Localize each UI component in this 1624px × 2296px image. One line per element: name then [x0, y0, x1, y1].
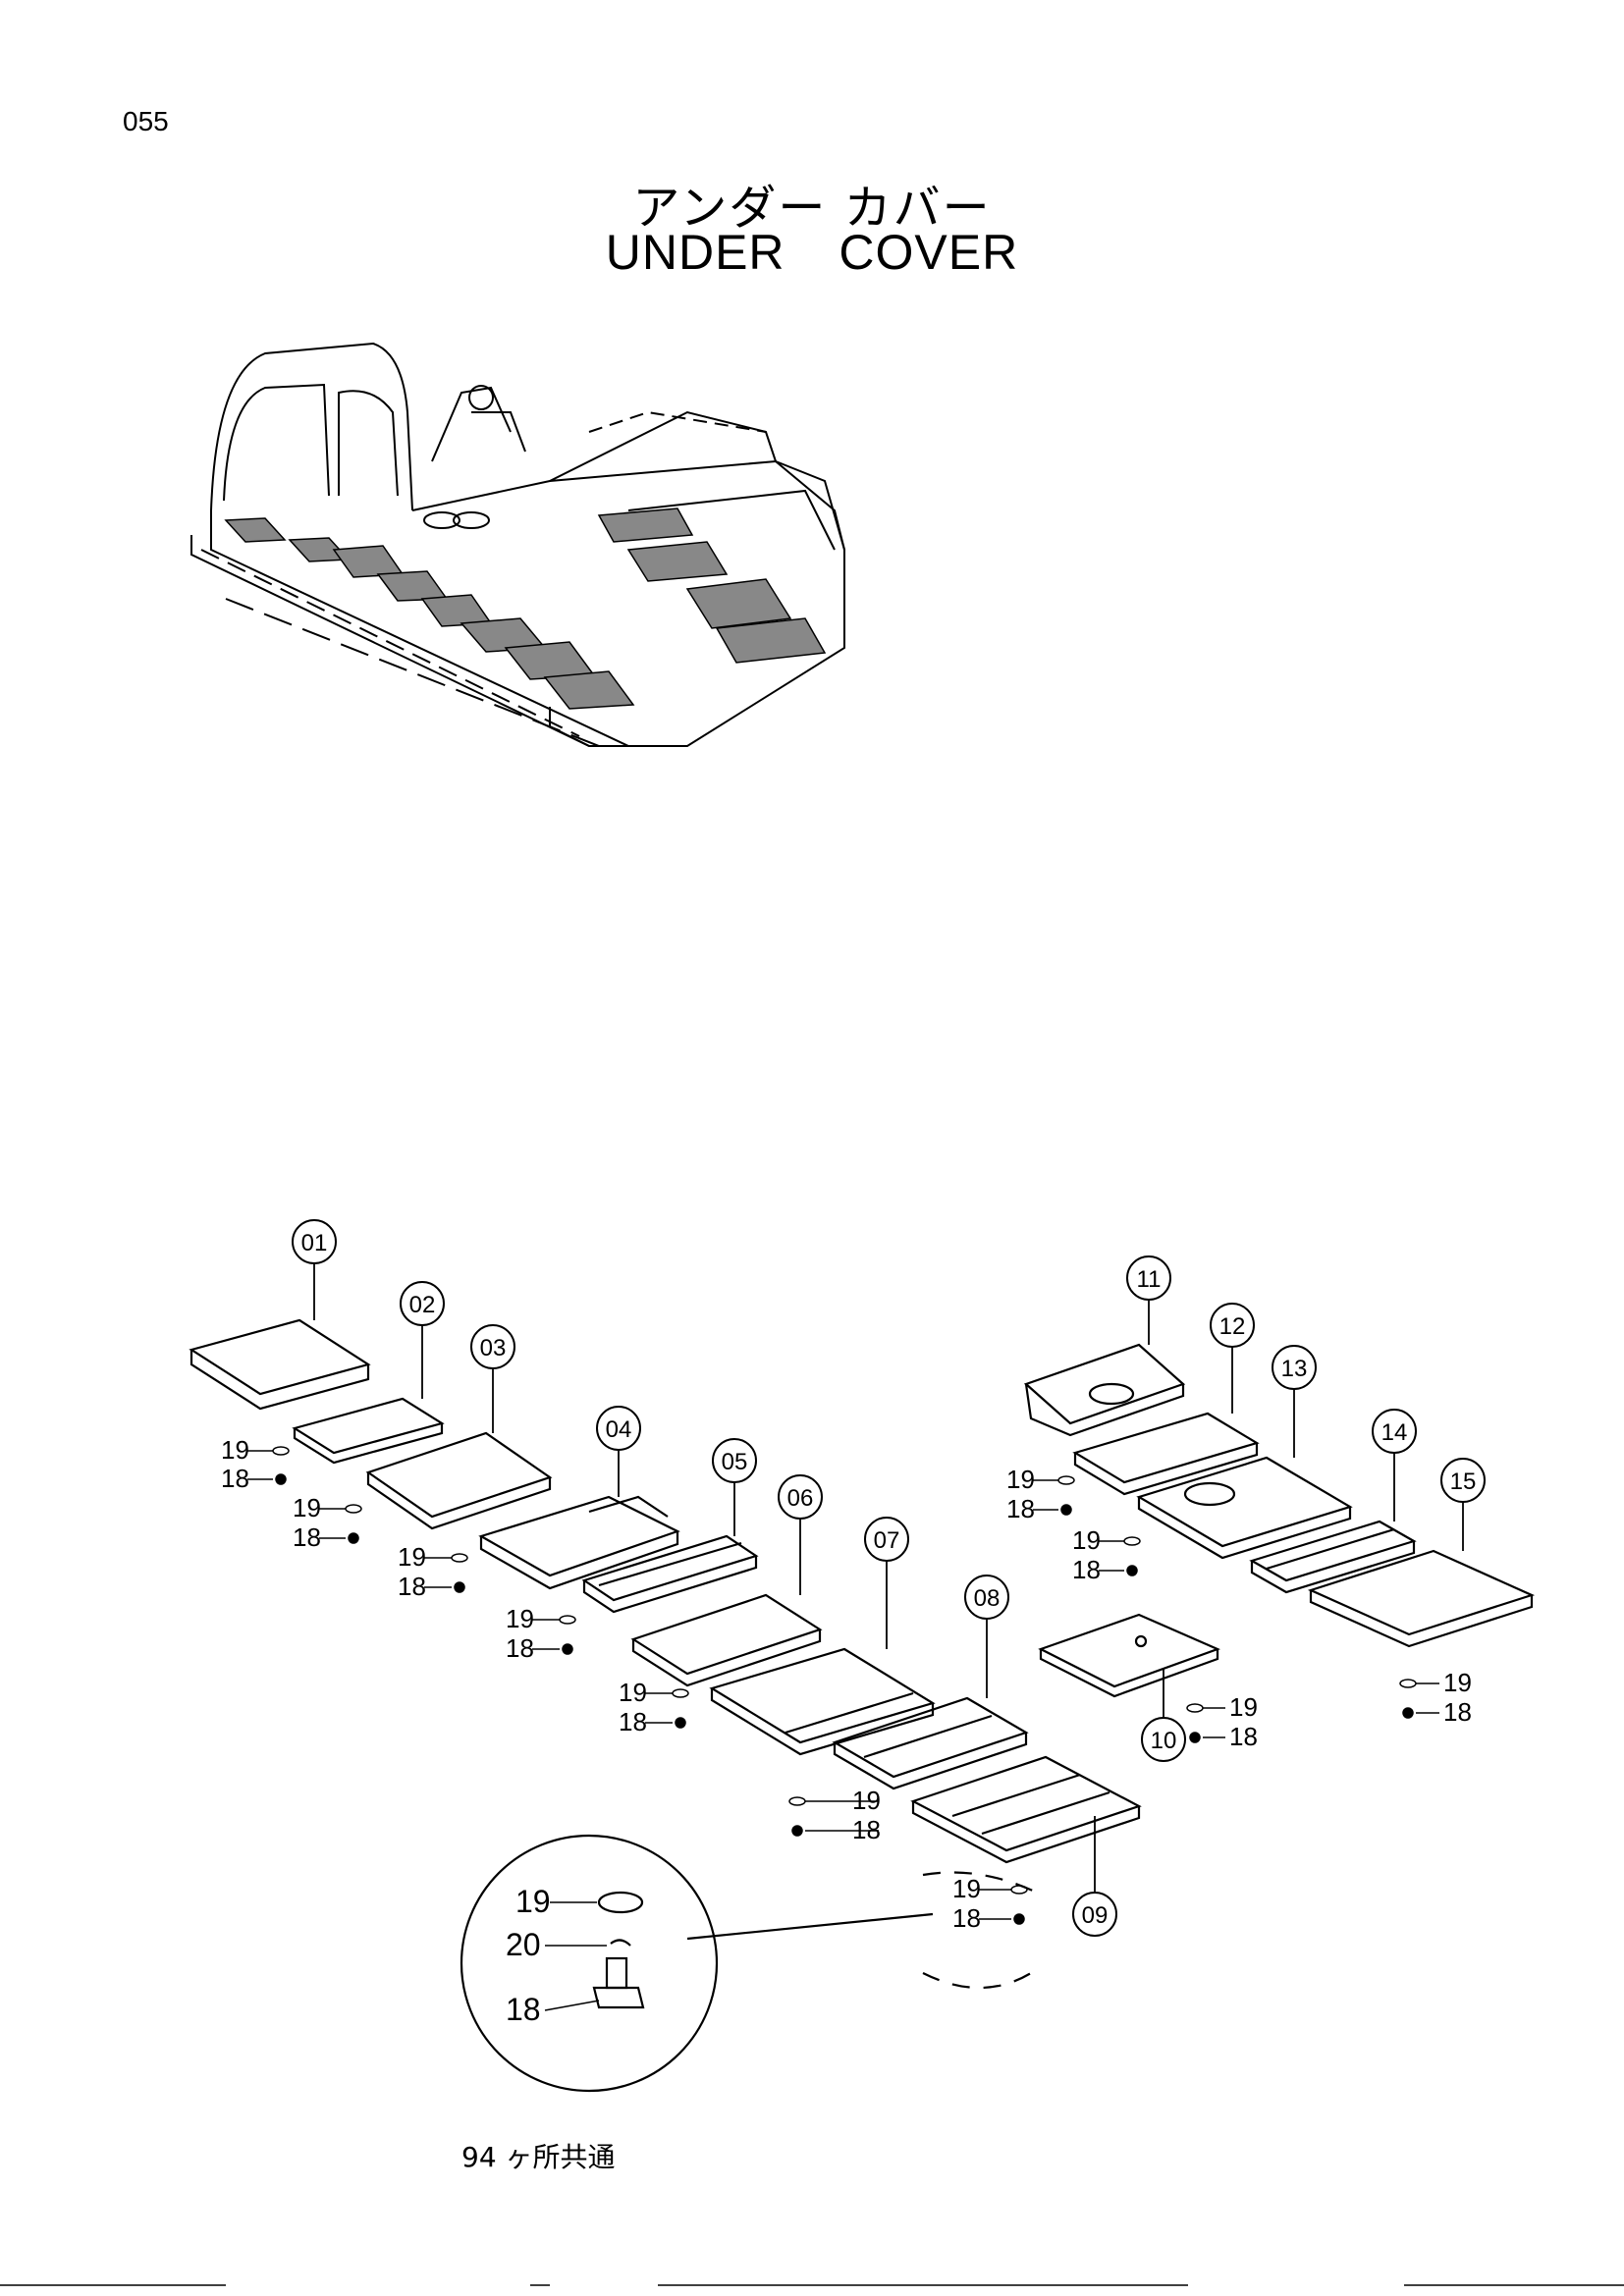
bolt-label: 18 [398, 1572, 426, 1601]
washer-label: 19 [1072, 1525, 1101, 1555]
callout-circles [292, 1219, 1486, 1937]
callout-13: 13 [1281, 1356, 1308, 1382]
title-japanese: アンダー カバー [632, 181, 992, 236]
callout-07: 07 [874, 1527, 900, 1554]
bolt-label: 18 [506, 1633, 534, 1663]
hardware-labels: 19 18 19 18 19 18 19 18 19 18 19 18 19 1… [221, 1435, 1472, 2027]
washer-label: 19 [1229, 1692, 1258, 1722]
leader-lines [313, 1264, 1464, 1892]
washer-label: 19 [852, 1786, 881, 1815]
callout-02: 02 [409, 1292, 436, 1318]
washer-label: 19 [293, 1493, 321, 1522]
washer-label: 19 [1443, 1668, 1472, 1697]
bolt-label: 18 [1006, 1494, 1035, 1523]
callout-12: 12 [1219, 1313, 1246, 1340]
bolt-label: 18 [1229, 1722, 1258, 1751]
under-covers-shaded [224, 507, 827, 710]
callout-05: 05 [722, 1449, 748, 1475]
bolt-label: 18 [221, 1464, 249, 1493]
machine-overview [190, 342, 845, 747]
exploded-covers [189, 1318, 1536, 2093]
callout-11: 11 [1137, 1266, 1162, 1293]
bolt-label: 18 [1443, 1697, 1472, 1727]
bolt-label: 18 [952, 1903, 981, 1933]
detail-bolt-label: 18 [506, 1992, 541, 2027]
washer-label: 19 [952, 1874, 981, 1903]
callout-09: 09 [1082, 1902, 1109, 1929]
washer-label: 19 [619, 1678, 647, 1707]
bolt-label: 18 [852, 1815, 881, 1844]
callout-08: 08 [974, 1585, 1001, 1612]
detail-washer-label: 19 [515, 1884, 551, 1919]
hardware-symbols [247, 1446, 1439, 2011]
callout-labels: 01 02 03 04 05 06 07 08 09 10 11 12 13 1… [301, 1230, 1477, 1929]
bolt-label: 18 [293, 1522, 321, 1552]
washer-label: 19 [398, 1542, 426, 1572]
detail-nut-label: 20 [506, 1927, 541, 1962]
callout-10: 10 [1151, 1728, 1177, 1754]
callout-14: 14 [1381, 1419, 1408, 1446]
page-number: 055 [123, 106, 169, 136]
callout-06: 06 [787, 1485, 814, 1512]
washer-label: 19 [506, 1604, 534, 1633]
callout-03: 03 [480, 1335, 507, 1362]
title-english: UNDER COVER [605, 225, 1019, 280]
bolt-label: 18 [619, 1707, 647, 1736]
callout-15: 15 [1450, 1468, 1477, 1495]
washer-label: 19 [1006, 1465, 1035, 1494]
bolt-label: 18 [1072, 1555, 1101, 1584]
detail-note: 94 ヶ所共通 [461, 2141, 616, 2173]
callout-04: 04 [606, 1416, 632, 1443]
callout-01: 01 [301, 1230, 328, 1256]
washer-label: 19 [221, 1435, 249, 1465]
